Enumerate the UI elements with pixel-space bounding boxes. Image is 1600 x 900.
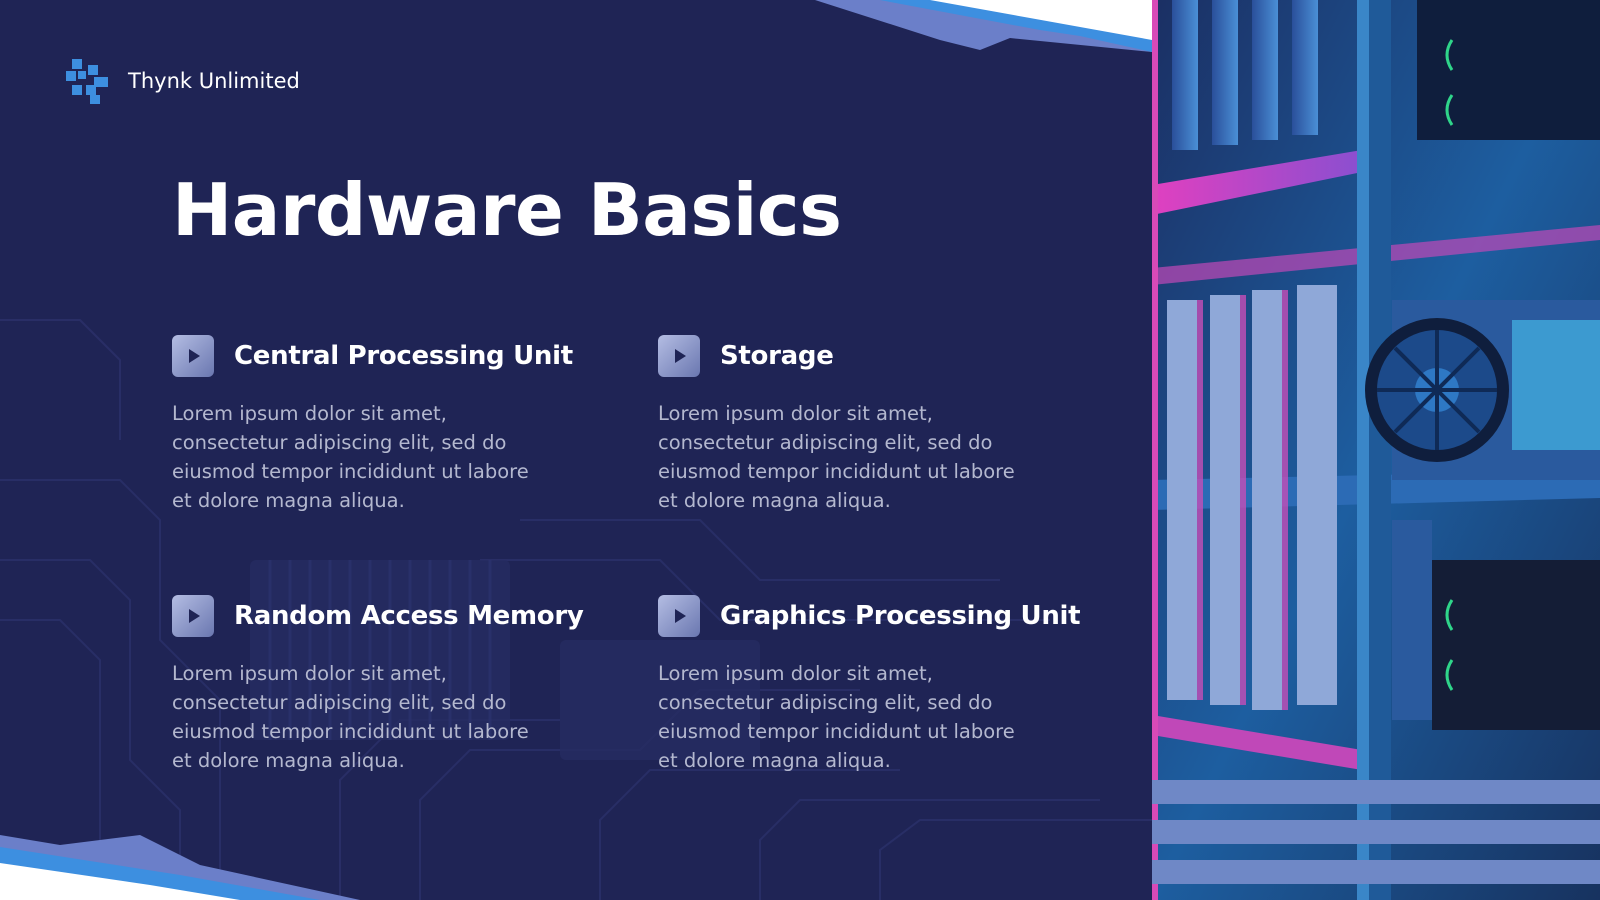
brand: Thynk Unlimited — [64, 57, 300, 105]
top-decor-shape — [815, 0, 1152, 52]
feature-ram: Random Access Memory Lorem ipsum dolor s… — [172, 595, 602, 775]
feature-description: Lorem ipsum dolor sit amet, consectetur … — [172, 402, 529, 512]
feature-storage: Storage Lorem ipsum dolor sit amet, cons… — [658, 335, 1088, 515]
page-title: Hardware Basics — [172, 168, 842, 252]
play-icon[interactable] — [658, 595, 700, 637]
bottom-decor-shape — [0, 835, 360, 900]
feature-gpu: Graphics Processing Unit Lorem ipsum dol… — [658, 595, 1088, 775]
circuit-background — [0, 319, 1152, 900]
feature-title: Random Access Memory — [234, 601, 584, 631]
play-icon[interactable] — [658, 335, 700, 377]
feature-description: Lorem ipsum dolor sit amet, consectetur … — [172, 662, 529, 772]
rig-illustration — [1152, 0, 1600, 900]
feature-description: Lorem ipsum dolor sit amet, consectetur … — [658, 402, 1015, 512]
play-icon[interactable] — [172, 595, 214, 637]
feature-title: Central Processing Unit — [234, 341, 573, 371]
feature-cpu: Central Processing Unit Lorem ipsum dolo… — [172, 335, 602, 515]
feature-description: Lorem ipsum dolor sit amet, consectetur … — [658, 662, 1015, 772]
feature-title: Storage — [720, 341, 834, 371]
puzzle-logo-icon — [66, 59, 108, 104]
play-icon[interactable] — [172, 335, 214, 377]
brand-name: Thynk Unlimited — [128, 69, 300, 93]
hardware-rig-photo — [1152, 0, 1600, 900]
feature-title: Graphics Processing Unit — [720, 601, 1081, 631]
